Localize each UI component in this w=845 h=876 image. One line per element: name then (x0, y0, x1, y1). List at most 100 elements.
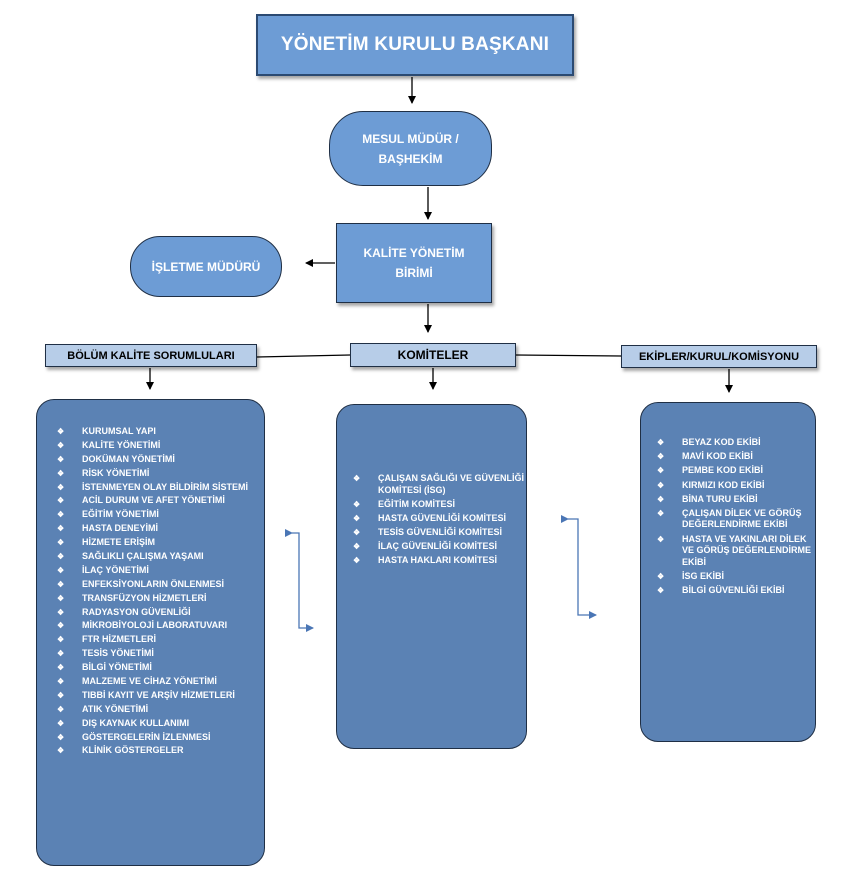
list-item: ❖ATIK YÖNETİMİ (57, 704, 264, 716)
list-item: ❖DIŞ KAYNAK KULLANIMI (57, 718, 264, 730)
list-item: ❖ ENFEKSİYONLARIN ÖNLENMESİ (57, 579, 264, 591)
bullet-icon: ❖ (57, 482, 65, 492)
bullet-icon: ❖ (57, 607, 65, 617)
bullet-icon: ❖ (57, 496, 65, 506)
list-item: ❖FTR HİZMETLERİ (57, 634, 264, 646)
bullet-icon: ❖ (57, 440, 65, 450)
bullet-icon: ❖ (57, 663, 65, 673)
list-item-label: HASTA VE YAKINLARI DİLEK VE GÖRÜŞ DEĞERL… (682, 533, 812, 567)
connector-komiteler-ekipler (515, 354, 622, 357)
bullet-icon: ❖ (57, 552, 65, 562)
board-chair-box: YÖNETİM KURULU BAŞKANI (256, 14, 574, 76)
bullet-icon: ❖ (57, 621, 65, 631)
list-item-label: HASTA HAKLARI KOMİTESİ (378, 554, 497, 565)
list-item: ❖EĞİTİM KOMİTESİ (353, 499, 526, 511)
list-item-label: ENFEKSİYONLARIN ÖNLENMESİ (82, 578, 225, 589)
quality-unit-label-line1: KALİTE YÖNETİM (363, 246, 465, 260)
bullet-icon: ❖ (57, 538, 65, 548)
list-item-label: MİKROBİYOLOJİ LABORATUVARI (82, 620, 228, 631)
bullet-icon: ❖ (57, 690, 65, 700)
list-item-label: İSG EKİBİ (682, 570, 725, 581)
bullet-icon: ❖ (657, 494, 665, 504)
list-item-label: BEYAZ KOD EKİBİ (682, 437, 761, 447)
bullet-icon: ❖ (657, 452, 665, 462)
list-item: ❖ PEMBE KOD EKİBİ (657, 465, 815, 477)
bullet-icon: ❖ (57, 732, 65, 742)
committees-panel: ❖ ÇALIŞAN SAĞLIĞI VE GÜVENLİĞİ KOMİTESİ (… (336, 404, 527, 749)
list-item-label: PEMBE KOD EKİBİ (682, 465, 764, 476)
list-item: ❖İSTENMEYEN OLAY BİLDİRİM SİSTEMİ (57, 482, 264, 494)
chief-physician-label-line1: MESUL MÜDÜR / (362, 131, 459, 146)
bullet-icon: ❖ (57, 677, 65, 687)
committees-list: ❖ ÇALIŞAN SAĞLIĞI VE GÜVENLİĞİ KOMİTESİ (… (353, 473, 526, 566)
list-item: ❖ HİZMETE ERİŞİM (57, 537, 264, 549)
list-item: ❖ HASTA DENEYİMİ (57, 523, 264, 535)
list-item-label: BİNA TURU EKİBİ (682, 493, 758, 504)
list-item: ❖TESİS GÜVENLİĞİ KOMİTESİ (353, 527, 526, 539)
list-item: ❖HASTA VE YAKINLARI DİLEK VE GÖRÜŞ DEĞER… (657, 534, 815, 569)
bullet-icon: ❖ (353, 513, 361, 523)
board-chair-label: YÖNETİM KURULU BAŞKANI (280, 34, 550, 55)
list-item: ❖ BİLGİ YÖNETİMİ (57, 662, 264, 674)
blue-connector-left (285, 529, 314, 632)
list-item-label: SAĞLIKLI ÇALIŞMA YAŞAMI (82, 551, 204, 562)
quality-unit-box: KALİTE YÖNETİM BİRİMİ (336, 223, 492, 303)
list-item-label: KURUMSAL YAPI (82, 426, 156, 436)
bullet-icon: ❖ (57, 565, 65, 575)
list-item: ❖ HASTA HAKLARI KOMİTESİ (353, 555, 526, 567)
list-item-label: HİZMETE ERİŞİM (82, 537, 156, 548)
bullet-icon: ❖ (657, 466, 665, 476)
header-teams-label: EKİPLER/KURUL/KOMİSYONU (638, 350, 800, 363)
department-quality-panel: ❖KURUMSAL YAPI❖KALİTE YÖNETİMİ❖DOKÜMAN Y… (36, 399, 265, 866)
header-department-quality-label: BÖLÜM KALİTE SORUMLULARI (67, 349, 235, 362)
list-item: ❖HASTA GÜVENLİĞİ KOMİTESİ (353, 513, 526, 525)
list-item: ❖ÇALIŞAN DİLEK VE GÖRÜŞ DEĞERLENDİRME EK… (657, 508, 815, 531)
list-item-label: DIŞ KAYNAK KULLANIMI (82, 717, 190, 728)
bullet-icon: ❖ (57, 593, 65, 603)
blue-connector-right (561, 515, 597, 619)
list-item: ❖DOKÜMAN YÖNETİMİ (57, 454, 264, 466)
bullet-icon: ❖ (57, 746, 65, 756)
list-item: ❖ ACİL DURUM VE AFET YÖNETİMİ (57, 495, 264, 507)
list-item-label: ÇALIŞAN SAĞLIĞI VE GÜVENLİĞİ KOMİTESİ (İ… (378, 473, 525, 495)
list-item: ❖ MAVİ KOD EKİBİ (657, 451, 815, 463)
list-item: ❖RİSK YÖNETİMİ (57, 468, 264, 480)
list-item-label: ACİL DURUM VE AFET YÖNETİMİ (82, 495, 225, 506)
list-item: ❖ İLAÇ GÜVENLİĞİ KOMİTESİ (353, 541, 526, 553)
operations-manager-label: İŞLETME MÜDÜRÜ (151, 259, 261, 274)
list-item-label: HASTA DENEYİMİ (82, 523, 159, 534)
bullet-icon: ❖ (57, 579, 65, 589)
connector-bolum-komiteler (256, 354, 351, 358)
list-item-label: KLİNİK GÖSTERGELER (82, 745, 184, 756)
bullet-icon: ❖ (57, 524, 65, 534)
list-item-label: BİLGİ GÜVENLİĞİ EKİBİ (682, 585, 785, 595)
bullet-icon: ❖ (353, 555, 361, 565)
list-item: ❖TESİS YÖNETİMİ (57, 648, 264, 660)
bullet-icon: ❖ (657, 480, 665, 490)
bullet-icon: ❖ (353, 541, 361, 551)
bullet-icon: ❖ (657, 508, 665, 518)
operations-manager-box: İŞLETME MÜDÜRÜ (130, 236, 282, 297)
bullet-icon: ❖ (57, 635, 65, 645)
list-item-label: TIBBİ KAYIT VE ARŞİV HİZMETLERİ (82, 689, 235, 700)
list-item-label: KIRMIZI KOD EKİBİ (682, 479, 765, 490)
teams-panel: ❖BEYAZ KOD EKİBİ❖MAVİ KOD EKİBİ❖PEMBE KO… (640, 402, 816, 742)
list-item: ❖ÇALIŞAN SAĞLIĞI VE GÜVENLİĞİ KOMİTESİ (… (353, 473, 526, 496)
bullet-icon: ❖ (353, 499, 361, 509)
list-item: ❖ TRANSFÜZYON HİZMETLERİ (57, 593, 264, 605)
list-item: ❖BEYAZ KOD EKİBİ (657, 437, 815, 449)
bullet-icon: ❖ (57, 704, 65, 714)
bullet-icon: ❖ (353, 527, 361, 537)
list-item-label: RADYASYON GÜVENLİĞİ (82, 606, 191, 617)
list-item-label: BİLGİ YÖNETİMİ (82, 662, 152, 673)
list-item: ❖ MALZEME VE CİHAZ YÖNETİMİ (57, 676, 264, 688)
list-item-label: TRANSFÜZYON HİZMETLERİ (82, 592, 207, 603)
bullet-icon: ❖ (57, 454, 65, 464)
list-item-label: İLAÇ GÜVENLİĞİ KOMİTESİ (378, 540, 498, 551)
header-department-quality: BÖLÜM KALİTE SORUMLULARI (45, 344, 257, 367)
list-item-label: MALZEME VE CİHAZ YÖNETİMİ (82, 676, 217, 687)
list-item: ❖KURUMSAL YAPI (57, 426, 264, 438)
list-item: ❖ KLİNİK GÖSTERGELER (57, 745, 264, 757)
list-item-label: MAVİ KOD EKİBİ (682, 451, 753, 462)
list-item-label: RİSK YÖNETİMİ (82, 467, 150, 478)
